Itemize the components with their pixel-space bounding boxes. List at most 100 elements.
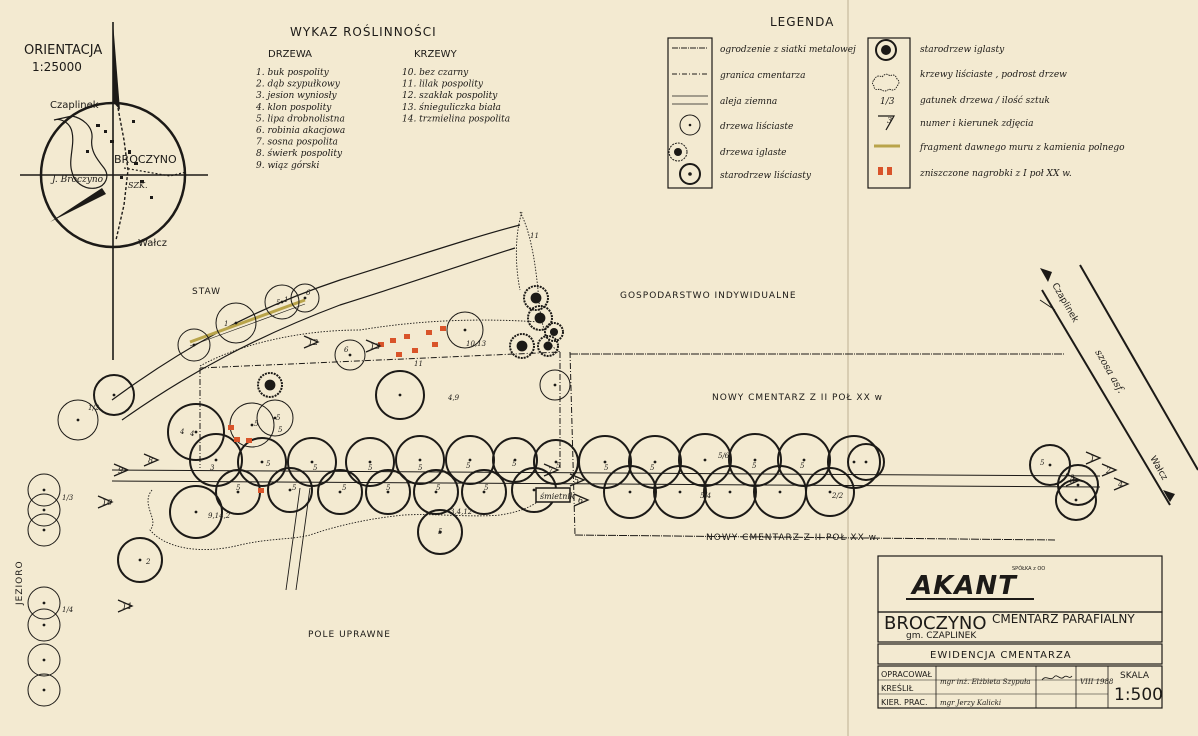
old-cemetery-boundary-top <box>199 351 561 369</box>
shrubs-symbol <box>872 73 900 92</box>
photo-number: 7 <box>548 466 554 475</box>
inset-label-broczyno: BROCZYNO <box>114 153 177 166</box>
place-box <box>877 611 1163 643</box>
tree-circle <box>177 328 211 362</box>
site-linework <box>111 211 1198 591</box>
photo-direction-marker <box>117 599 134 613</box>
photo-direction-marker <box>113 463 130 477</box>
photo-direction-symbol <box>878 115 896 131</box>
tree-circle <box>27 673 61 707</box>
inset-circle <box>39 101 187 249</box>
photo-number: 13 <box>370 342 380 351</box>
tree-trunk-dot <box>553 383 557 387</box>
tree-trunk-dot <box>1048 463 1052 467</box>
tree-trunk-dot <box>42 688 46 692</box>
tree-trunk-dot <box>864 460 868 464</box>
tree-species-label: 3,4,12 <box>450 508 473 516</box>
tree-circle <box>290 283 320 313</box>
tree-circle <box>27 513 61 547</box>
inset-label-czaplinek: Czaplinek <box>50 100 99 111</box>
gravestone-marker <box>258 488 264 493</box>
tree-trunk-dot <box>678 490 682 494</box>
shrub-species-item: 14. trzmielina pospolita <box>402 114 510 124</box>
role-prepared: OPRACOWAŁ <box>881 670 933 679</box>
label-road-type: szosa asf. <box>1092 348 1126 395</box>
tree-circle <box>539 369 571 401</box>
label-field: POLE UPRAWNE <box>308 630 391 640</box>
tree-trunk-dot <box>368 460 372 464</box>
tree-species-item: 1. buk pospolity <box>256 68 330 78</box>
tree-species-label: 2/2 <box>831 492 844 500</box>
label-road-czaplinek: Czaplinek <box>1049 282 1080 326</box>
road-arrow-czaplinek-icon <box>1040 268 1052 282</box>
conifer-core <box>534 312 546 324</box>
tree-species-label: 5 <box>800 462 805 470</box>
conifer-core <box>549 327 559 337</box>
tree-trunk-dot <box>42 488 46 492</box>
pond-alley-upper <box>111 224 521 401</box>
legend-left-entries: ogrodzenie z siatki metalowej granica cme… <box>720 45 856 181</box>
legend-left-entry: granica cmentarza <box>720 71 805 81</box>
tree-trunk-dot <box>482 490 486 494</box>
conifer-symbols <box>257 285 564 398</box>
tree-species-label: 5 <box>368 464 373 472</box>
trees-header: DRZEWA <box>268 49 312 60</box>
photo-number: 5 <box>574 476 579 485</box>
tree-trunk-dot <box>513 458 517 462</box>
tree-trunk-dot <box>728 490 732 494</box>
title-gmina: gm. CZAPLINEK <box>906 631 977 641</box>
tree-circle <box>492 437 538 483</box>
photo-number: 2 <box>1105 466 1111 475</box>
asphalt-road-east-edge <box>1079 264 1198 471</box>
tree-species-label: 1 <box>284 296 288 304</box>
legend-left-entry: drzewa liściaste <box>720 121 793 132</box>
tree-species-label: 5 <box>438 528 443 536</box>
tree-circle <box>413 469 459 515</box>
tree-species-label: 5 <box>313 464 318 472</box>
tree-trunk-dot <box>42 508 46 512</box>
tree-trunk-dot <box>554 460 558 464</box>
tree-circle <box>93 374 135 416</box>
tree-trunk-dot <box>42 601 46 605</box>
gravestone-marker <box>228 425 234 430</box>
doc-type-box <box>877 643 1163 665</box>
conifer-circle <box>537 335 559 357</box>
tree-trunk-dot <box>260 460 264 464</box>
waste-bin-box <box>535 487 571 503</box>
tree-species-label: 5 <box>236 484 241 492</box>
tree-circle <box>27 586 61 620</box>
gravestone-marker <box>390 338 396 343</box>
person-manager: mgr Jerzy Kalicki <box>940 699 1001 707</box>
tree-species-item: 4. klon pospolity <box>255 103 332 113</box>
label-staw: STAW <box>192 287 221 297</box>
tree-circle <box>256 399 294 437</box>
tree-species-label: 5 <box>266 460 271 468</box>
photo-direction-marker <box>143 453 160 467</box>
field-path <box>285 487 301 591</box>
main-alley-top <box>111 469 1101 477</box>
legend-left-entry: ogrodzenie z siatki metalowej <box>720 45 856 55</box>
photo-direction-marker <box>1065 473 1082 487</box>
vegetation-title: WYKAZ ROŚLINNOŚCI <box>290 24 437 39</box>
tree-trunk-dot <box>386 490 390 494</box>
tree-circle <box>777 433 831 487</box>
photo-direction-marker <box>1113 477 1130 491</box>
shrubs-header: KRZEWY <box>414 49 458 60</box>
gravestone-marker <box>412 348 418 353</box>
tree-species-label: 3 <box>1070 474 1075 482</box>
gravestone-symbol-b <box>887 167 892 175</box>
legend-left-entry: starodrzew liściasty <box>720 170 812 181</box>
tree-trunk-dot <box>250 423 254 427</box>
tree-trunk-dot <box>778 490 782 494</box>
photo-direction-marker <box>569 473 586 487</box>
tree-species-label: 1/4 <box>62 606 73 614</box>
tree-trunk-dot <box>398 393 402 397</box>
title-date: VIII 1988 <box>1080 678 1114 686</box>
tree-species-label: 5 <box>278 426 283 434</box>
gravestone-marker <box>234 437 240 442</box>
tree-trunk-dot <box>273 416 277 420</box>
conifer-core <box>516 340 528 352</box>
inset-buildings <box>86 120 153 199</box>
tree-species-label: 5 <box>436 484 441 492</box>
